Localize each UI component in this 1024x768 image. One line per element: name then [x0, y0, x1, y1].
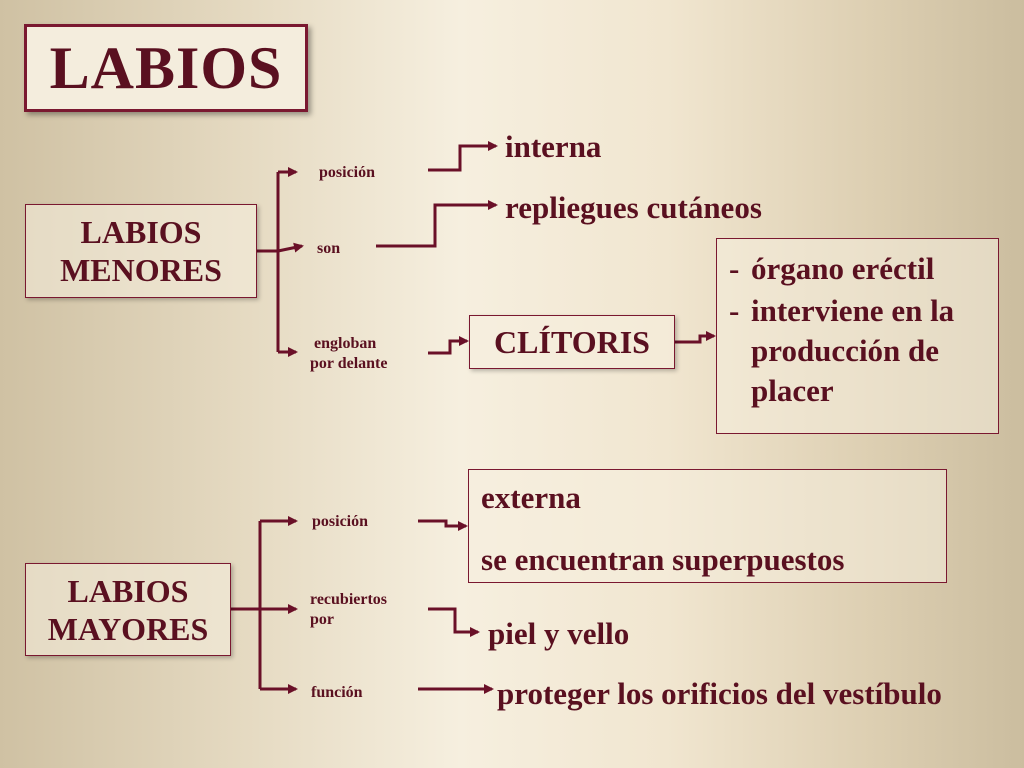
label-menores-engloban-line1: engloban [314, 335, 377, 352]
page-title: LABIOS [24, 24, 308, 112]
node-labios-mayores-line1: LABIOS [67, 572, 189, 609]
label-menores-posicion: posición [319, 164, 376, 181]
text-interna: interna [505, 129, 602, 164]
text-piel-vello: piel y vello [488, 616, 630, 651]
node-labios-menores-line2: MENORES [60, 252, 222, 288]
node-clitoris: CLÍTORIS [469, 315, 675, 369]
label-mayores-recubiertos-line2: por [310, 611, 334, 628]
trait-dash: - [729, 251, 740, 286]
clitoris-traits-box: - órgano eréctil - interviene en la prod… [716, 238, 999, 434]
node-labios-mayores: LABIOS MAYORES [25, 563, 231, 656]
text-repliegues: repliegues cutáneos [505, 190, 762, 225]
node-labios-mayores-line2: MAYORES [47, 610, 209, 647]
label-menores-son: son [317, 240, 341, 257]
label-menores-engloban: engloban por delante [310, 334, 387, 374]
trait-text: interviene en la producción de placer [751, 293, 955, 408]
node-labios-menores-line1: LABIOS [80, 214, 202, 250]
label-mayores-recubiertos-line1: recubiertos [310, 591, 388, 608]
label-menores-engloban-line2: por delante [310, 355, 388, 372]
clitoris-trait-item: - interviene en la producción de placer [729, 291, 988, 411]
label-mayores-funcion: función [311, 684, 363, 701]
trait-dash: - [729, 293, 740, 328]
label-mayores-recubiertos: recubiertos por [310, 590, 387, 630]
text-superpuestos: se encuentran superpuestos [481, 542, 845, 577]
node-labios-menores: LABIOS MENORES [25, 204, 257, 298]
trait-text: órgano eréctil [751, 251, 935, 286]
text-externa: externa [481, 480, 581, 515]
clitoris-trait-item: - órgano eréctil [729, 249, 988, 289]
mayores-posicion-box: externa se encuentran superpuestos [468, 469, 947, 583]
label-mayores-posicion: posición [312, 513, 369, 530]
text-proteger: proteger los orificios del vestíbulo [497, 676, 942, 711]
